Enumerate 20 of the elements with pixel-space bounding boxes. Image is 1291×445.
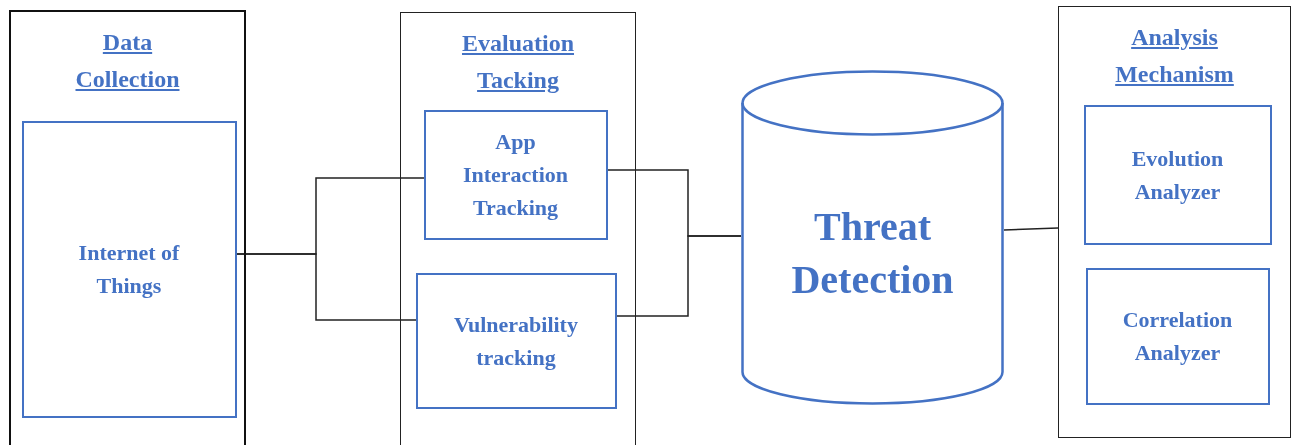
panel-heading: Evaluation Tacking [461,29,575,95]
process-box [21,120,237,418]
panel-heading: Analysis Mechanism [1114,23,1235,89]
panel [400,12,636,445]
node-label: Evolution Analyzer [1130,144,1225,206]
node-label: Correlation Analyzer [1121,306,1234,367]
node-label: Threat Detection [790,202,955,304]
panel [9,10,246,445]
node-label: Vulnerability tracking [453,310,579,372]
connector-line [1003,227,1059,231]
process-box [415,272,617,409]
process-box [1085,267,1270,405]
node-label: App Interaction Tracking [461,128,570,222]
process-box [1083,104,1272,245]
node-label: Internet of Things [77,239,181,300]
connector-line [235,253,417,321]
process-box [423,109,608,240]
panel-heading: Data Collection [74,28,181,94]
connector-line [616,235,742,317]
panel [1058,6,1291,438]
